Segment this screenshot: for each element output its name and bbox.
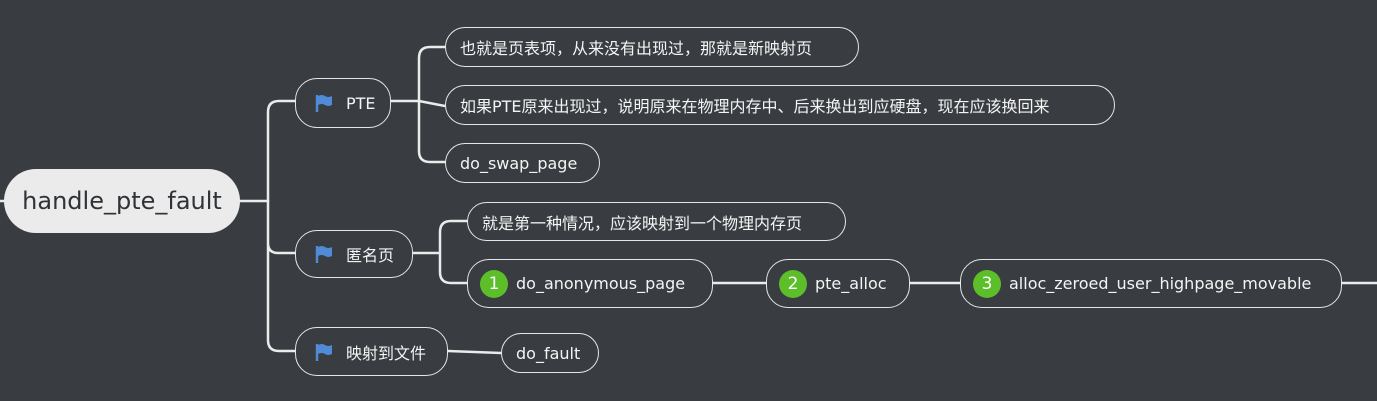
root-node[interactable]: handle_pte_fault: [4, 169, 240, 233]
root-label: handle_pte_fault: [22, 187, 222, 215]
file-child-do-fault[interactable]: do_fault: [501, 333, 599, 373]
branch-pte-label: PTE: [346, 93, 376, 113]
flag-icon: [315, 95, 332, 112]
step-badge-2: 2: [779, 269, 807, 298]
flag-icon: [315, 343, 332, 361]
alloc-zeroed-label: alloc_zeroed_user_highpage_movable: [1009, 274, 1312, 293]
connector-trunk-vertical: [266, 99, 297, 353]
flag-icon: [315, 246, 332, 263]
chain-alloc-zeroed-user-highpage-movable[interactable]: 3 alloc_zeroed_user_highpage_movable: [960, 259, 1342, 308]
pte-child-1-label: 也就是页表项，从来没有出现过，那就是新映射页: [460, 39, 813, 58]
connector-file: [446, 349, 503, 355]
step-badge-3: 3: [973, 269, 1001, 298]
branch-mapped-to-file-label: 映射到文件: [346, 343, 427, 363]
anon-child-1-label: 就是第一种情况，应该映射到一个物理内存页: [482, 213, 803, 233]
connector-anon: [411, 219, 469, 285]
anon-child-1[interactable]: 就是第一种情况，应该映射到一个物理内存页: [467, 202, 846, 241]
pte-child-3-label: do_swap_page: [460, 153, 578, 173]
pte-child-1[interactable]: 也就是页表项，从来没有出现过，那就是新映射页: [445, 27, 859, 67]
chain-pte-alloc[interactable]: 2 pte_alloc: [766, 259, 910, 308]
pte-child-2-label: 如果PTE原来出现过，说明原来在物理内存中、后来换出到应硬盘，现在应该换回来: [460, 97, 1050, 116]
do-fault-label: do_fault: [516, 343, 581, 363]
step-badge-1: 1: [480, 269, 508, 298]
connector-pte: [389, 45, 447, 164]
pte-alloc-label: pte_alloc: [815, 274, 887, 293]
branch-anonymous-page[interactable]: 匿名页: [295, 230, 413, 278]
do-anonymous-page-label: do_anonymous_page: [516, 274, 686, 293]
pte-child-3[interactable]: do_swap_page: [445, 143, 600, 183]
anon-child-do-anonymous-page[interactable]: 1 do_anonymous_page: [467, 259, 713, 308]
pte-child-2[interactable]: 如果PTE原来出现过，说明原来在物理内存中、后来换出到应硬盘，现在应该换回来: [445, 85, 1115, 125]
branch-mapped-to-file[interactable]: 映射到文件: [295, 327, 448, 376]
branch-pte[interactable]: PTE: [295, 78, 391, 128]
branch-anonymous-page-label: 匿名页: [346, 246, 395, 265]
